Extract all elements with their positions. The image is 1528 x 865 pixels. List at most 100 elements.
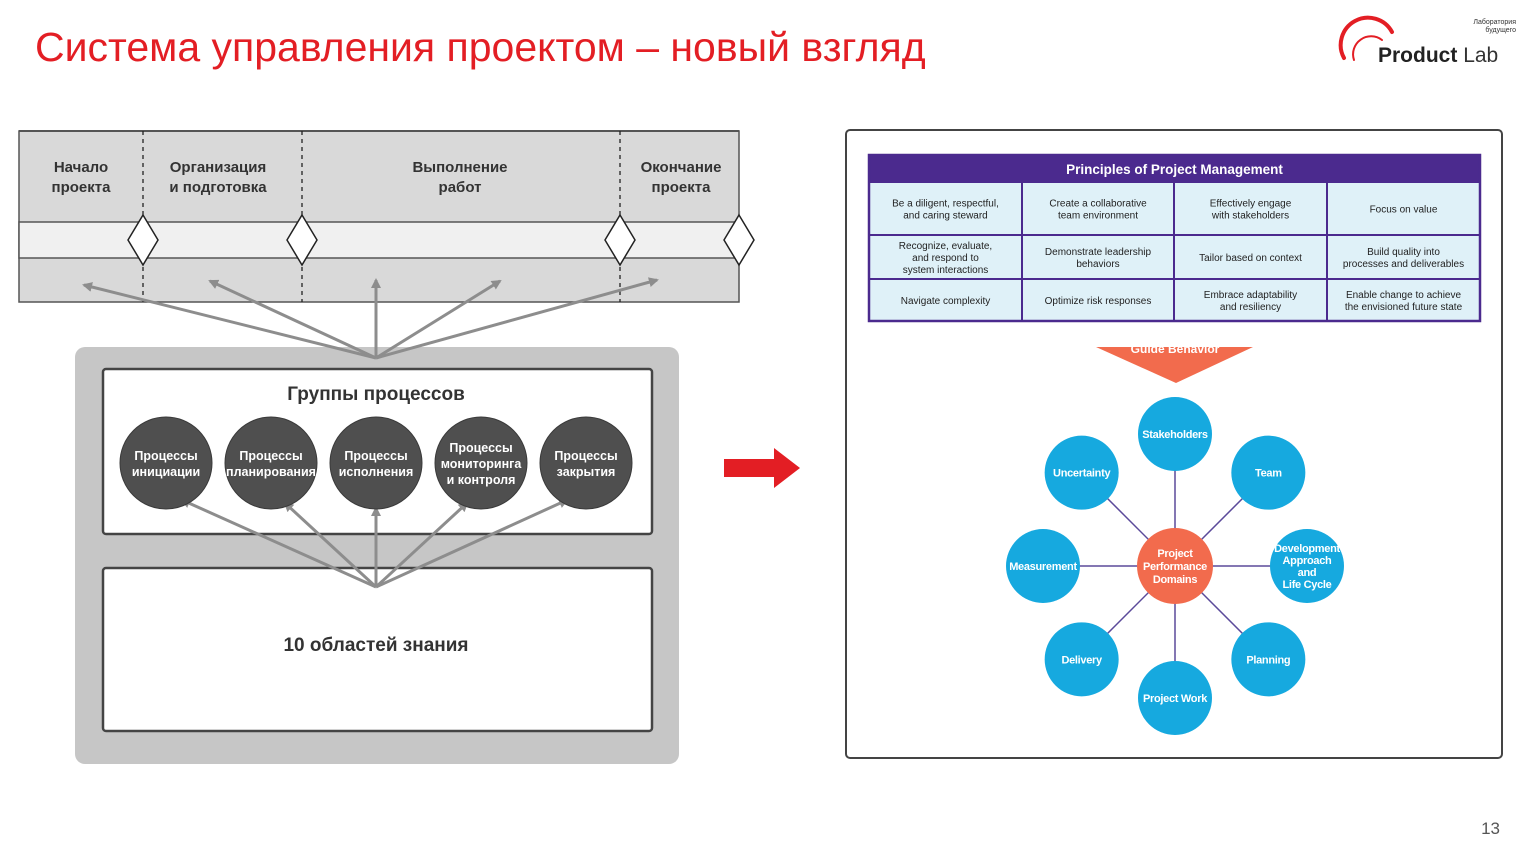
phase-label: работ bbox=[439, 179, 482, 196]
table-title: Principles of Project Management bbox=[1066, 162, 1283, 177]
principle-cell bbox=[1021, 181, 1175, 236]
process-label: Процессы bbox=[239, 449, 302, 463]
process-label: инициации bbox=[132, 465, 200, 479]
phase-label: Окончание bbox=[641, 159, 722, 176]
performance-domains-center bbox=[1137, 528, 1213, 604]
domain-label: Uncertainty bbox=[1053, 468, 1111, 480]
domain-circle bbox=[1006, 529, 1080, 603]
milestone-diamond-icon bbox=[286, 213, 318, 267]
center-label: Project bbox=[1157, 548, 1193, 560]
domain-label: Life Cycle bbox=[1283, 579, 1332, 591]
process-label: Процессы bbox=[449, 441, 512, 455]
principle-text: behaviors bbox=[1076, 259, 1119, 270]
process-label: закрытия bbox=[557, 465, 616, 479]
process-label: и контроля bbox=[447, 473, 516, 487]
principle-text: Embrace adaptability bbox=[1204, 290, 1297, 301]
principle-cell bbox=[1173, 278, 1328, 322]
principle-text: and respond to bbox=[912, 253, 979, 264]
guide-behavior-label: Guide Behavior bbox=[1131, 342, 1220, 356]
transition-arrow-icon bbox=[724, 448, 800, 488]
pmbok7-diagram: Principles of Project Management Be a dil… bbox=[867, 153, 1482, 735]
phase-arrows bbox=[82, 277, 659, 360]
principles-table: Principles of Project Management Be a dil… bbox=[867, 153, 1482, 323]
logo-word-product: Product bbox=[1378, 44, 1458, 67]
logo-subtitle: Лаборатория будущего bbox=[1446, 19, 1516, 35]
phase-label: и подготовка bbox=[169, 179, 267, 196]
domain-circle bbox=[1138, 661, 1212, 735]
domain-label: Approach bbox=[1283, 555, 1333, 567]
process-circle bbox=[329, 416, 423, 510]
domain-label: Measurement bbox=[1009, 561, 1077, 573]
logo-subtitle-line2: будущего bbox=[1485, 27, 1516, 34]
phase-label: Организация bbox=[170, 159, 267, 176]
domain-circle bbox=[1231, 435, 1306, 510]
page-number: 13 bbox=[1481, 819, 1500, 838]
principle-text: Enable change to achieve bbox=[1346, 290, 1462, 301]
principle-text: Focus on value bbox=[1370, 205, 1438, 216]
process-circle bbox=[434, 416, 528, 510]
process-label: планирования bbox=[226, 465, 316, 479]
domain-circle bbox=[1270, 529, 1344, 603]
principle-cell bbox=[1173, 234, 1328, 280]
process-circle bbox=[539, 416, 633, 510]
domain-circle bbox=[1231, 622, 1306, 697]
domain-circle bbox=[1044, 622, 1119, 697]
milestone-diamond-icon bbox=[604, 213, 636, 267]
principle-text: with stakeholders bbox=[1211, 211, 1289, 222]
process-label: мониторинга bbox=[441, 457, 523, 471]
center-label: Performance bbox=[1143, 561, 1207, 573]
principle-text: Create a collaborative bbox=[1049, 199, 1147, 210]
principle-cell bbox=[1326, 234, 1481, 280]
process-groups-diagram: Начало проекта Организация и подготовка … bbox=[18, 130, 755, 764]
principle-text: processes and deliverables bbox=[1343, 259, 1464, 270]
principle-text: the envisioned future state bbox=[1345, 302, 1463, 313]
table-header bbox=[869, 155, 1480, 182]
domain-wheel: StakeholdersTeamDevelopmentApproachandLi… bbox=[1006, 397, 1344, 735]
process-circles: Процессы инициации Процессы планирования Про… bbox=[119, 416, 633, 510]
principle-text: Demonstrate leadership bbox=[1045, 247, 1152, 258]
milestone-diamond-icon bbox=[723, 213, 755, 267]
logo-word-lab: Lab bbox=[1463, 44, 1499, 67]
domain-circle bbox=[1044, 435, 1119, 510]
domain-label: Delivery bbox=[1061, 654, 1103, 666]
phase-label: проекта bbox=[52, 179, 112, 196]
domain-circle bbox=[1138, 397, 1212, 471]
principle-text: Navigate complexity bbox=[901, 296, 990, 307]
logo-subtitle-line1: Лаборатория bbox=[1473, 19, 1516, 26]
domain-label: Team bbox=[1255, 468, 1282, 480]
phase-label: проекта bbox=[652, 179, 712, 196]
principle-text: system interactions bbox=[903, 265, 989, 276]
principle-text: and resiliency bbox=[1220, 302, 1281, 313]
process-label: Процессы bbox=[344, 449, 407, 463]
principle-text: Tailor based on context bbox=[1199, 253, 1302, 264]
phase-label: Выполнение bbox=[412, 159, 507, 176]
principle-text: and caring steward bbox=[903, 211, 988, 222]
logo-arc-icon bbox=[1338, 15, 1394, 61]
milestone-diamonds bbox=[127, 213, 755, 267]
product-lab-logo: Лаборатория будущего Product Lab bbox=[1336, 14, 1516, 74]
process-label: Процессы bbox=[554, 449, 617, 463]
process-groups-title: Группы процессов bbox=[287, 384, 465, 405]
center-label: Domains bbox=[1153, 574, 1198, 586]
principle-text: Recognize, evaluate, bbox=[899, 241, 992, 252]
domain-label: Stakeholders bbox=[1142, 429, 1208, 441]
domain-label: Planning bbox=[1246, 654, 1290, 666]
principle-text: Build quality into bbox=[1367, 247, 1440, 258]
slide-title: Система управления проектом – новый взгл… bbox=[35, 24, 926, 70]
principle-text: Effectively engage bbox=[1210, 199, 1292, 210]
knowledge-areas-title: 10 областей знания bbox=[283, 635, 468, 656]
process-label: Процессы bbox=[134, 449, 197, 463]
phase-label: Начало bbox=[54, 159, 108, 176]
knowledge-arrows bbox=[180, 498, 569, 589]
logo-wordmark: Product Lab bbox=[1378, 44, 1498, 68]
domain-label: Project Work bbox=[1143, 693, 1208, 705]
principle-text: Be a diligent, respectful, bbox=[892, 199, 999, 210]
domain-label: Development bbox=[1274, 543, 1340, 555]
principle-text: Optimize risk responses bbox=[1045, 296, 1152, 307]
domain-label: and bbox=[1298, 567, 1317, 579]
principle-text: team environment bbox=[1058, 211, 1138, 222]
guide-behavior-arrow-icon bbox=[1096, 347, 1253, 383]
process-circle bbox=[119, 416, 213, 510]
principle-cell bbox=[1021, 234, 1175, 280]
milestone-diamond-icon bbox=[127, 213, 159, 267]
